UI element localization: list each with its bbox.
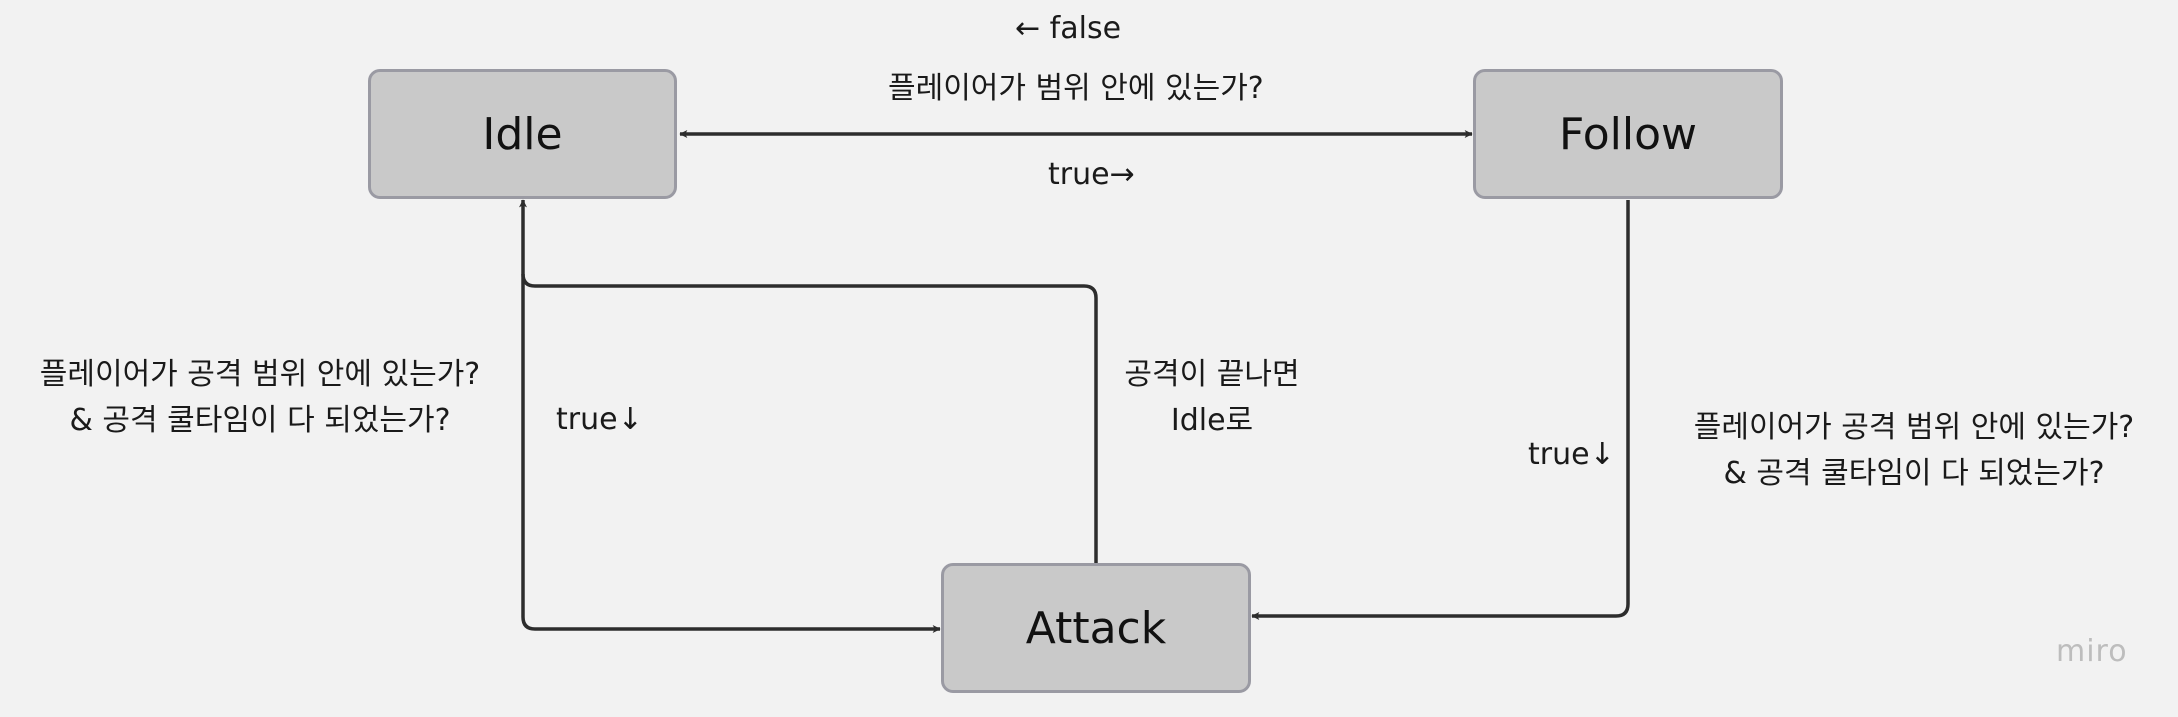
edge-label-attack-return: 공격이 끝나면 Idle로 bbox=[1100, 352, 1324, 444]
miro-watermark: miro bbox=[2056, 634, 2128, 669]
edge-label-true-down-right: true↓ bbox=[1528, 437, 1615, 472]
condition-line-1: 플레이어가 공격 범위 안에 있는가? bbox=[1693, 410, 2135, 445]
edge-idle-attack bbox=[519, 199, 941, 633]
edge-label-false: ← false bbox=[1015, 11, 1122, 46]
edge-label-range-condition: 플레이어가 범위 안에 있는가? bbox=[888, 71, 1264, 106]
node-follow[interactable]: Follow bbox=[1473, 69, 1783, 199]
edge-label-true-down-left: true↓ bbox=[556, 402, 643, 437]
edge-label-attack-condition-left: 플레이어가 공격 범위 안에 있는가? & 공격 쿨타임이 다 되었는가? bbox=[6, 352, 514, 444]
return-line-2: Idle로 bbox=[1170, 403, 1254, 438]
edge-label-attack-condition-right: 플레이어가 공격 범위 안에 있는가? & 공격 쿨타임이 다 되었는가? bbox=[1658, 405, 2170, 497]
return-line-1: 공격이 끝나면 bbox=[1124, 357, 1300, 392]
node-attack[interactable]: Attack bbox=[941, 563, 1251, 693]
edge-attack-idle bbox=[521, 273, 1098, 564]
condition-line-2: & 공격 쿨타임이 다 되었는가? bbox=[69, 403, 451, 438]
condition-line-2: & 공격 쿨타임이 다 되었는가? bbox=[1723, 456, 2105, 491]
edge-label-true-right: true→ bbox=[1048, 157, 1135, 192]
node-idle[interactable]: Idle bbox=[368, 69, 677, 199]
condition-line-1: 플레이어가 공격 범위 안에 있는가? bbox=[39, 357, 481, 392]
edge-follow-attack bbox=[1251, 200, 1630, 620]
